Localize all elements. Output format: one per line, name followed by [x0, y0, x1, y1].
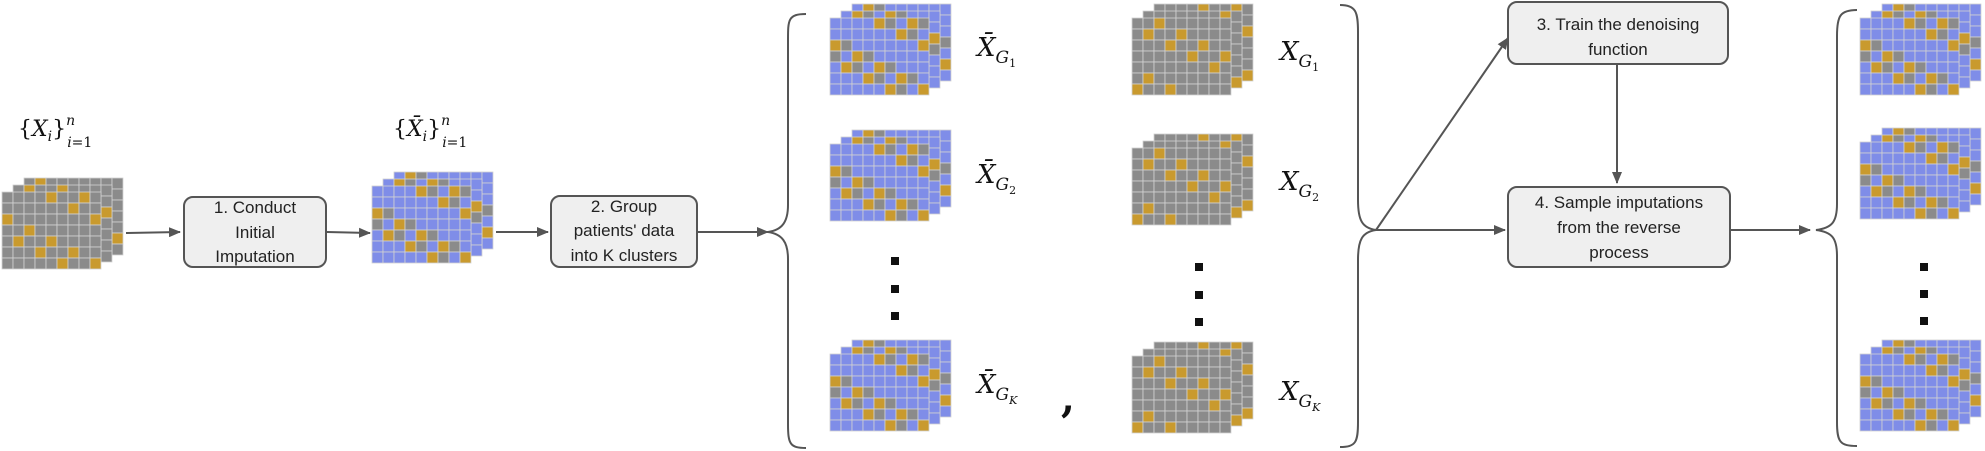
step4-line1: 4. Sample imputations	[1535, 193, 1703, 212]
step3-box: 3. Train the denoising function	[1507, 1, 1729, 65]
gbar-2-label: X̄G2	[975, 158, 1016, 197]
gbar-k-label: X̄GK	[975, 368, 1018, 407]
step1-line3: Imputation	[215, 247, 294, 266]
stack-out-k	[1859, 339, 1982, 432]
arrow-raw-to-step1	[125, 227, 181, 238]
ellipsis-gbar-column	[891, 257, 899, 320]
step1-line2: Initial	[235, 223, 275, 242]
stack-g-1	[1131, 3, 1254, 96]
right-brace-groups	[1339, 4, 1377, 448]
step3-line2: function	[1588, 40, 1648, 59]
left-brace-output	[1815, 9, 1858, 447]
g-1-label: XG1	[1278, 37, 1319, 74]
pair-separator: ,	[1061, 375, 1075, 422]
step2-box: 2. Group patients' data into K clusters	[550, 195, 698, 268]
stack-gbar-k	[829, 339, 952, 432]
step4-box: 4. Sample imputations from the reverse p…	[1507, 186, 1731, 268]
stack-gbar-1	[829, 3, 952, 96]
matrix-stacks	[1, 3, 1982, 434]
step1-box: 1. Conduct Initial Imputation	[183, 196, 327, 268]
step3-line1: 3. Train the denoising	[1537, 15, 1700, 34]
arrow-to-step3	[1375, 37, 1509, 231]
ellipsis-output-column	[1920, 263, 1928, 325]
arrow-step1-to-initial	[326, 227, 371, 238]
brackets	[767, 4, 1858, 449]
g-k-label: XGK	[1278, 377, 1321, 414]
stack-g-k	[1131, 341, 1254, 434]
stack-initial	[371, 171, 494, 264]
ellipsis-g-column	[1195, 263, 1203, 326]
gbar-1-label: X̄G1	[975, 31, 1016, 70]
step2-line1: 2. Group	[591, 197, 657, 216]
stack-raw	[1, 177, 124, 270]
step2-line3: into K clusters	[571, 246, 678, 265]
step2-line2: patients' data	[574, 221, 675, 240]
stack-out-2	[1859, 127, 1982, 220]
g-2-label: XG2	[1278, 167, 1319, 204]
left-brace-groups	[767, 13, 807, 449]
step4-line2: from the reverse	[1557, 218, 1681, 237]
step1-line1: 1. Conduct	[214, 198, 296, 217]
stack-g-2	[1131, 133, 1254, 226]
stack-out-1	[1859, 3, 1982, 96]
connectors	[125, 37, 1811, 238]
stack-gbar-2	[829, 129, 952, 222]
step4-line3: process	[1589, 243, 1649, 262]
